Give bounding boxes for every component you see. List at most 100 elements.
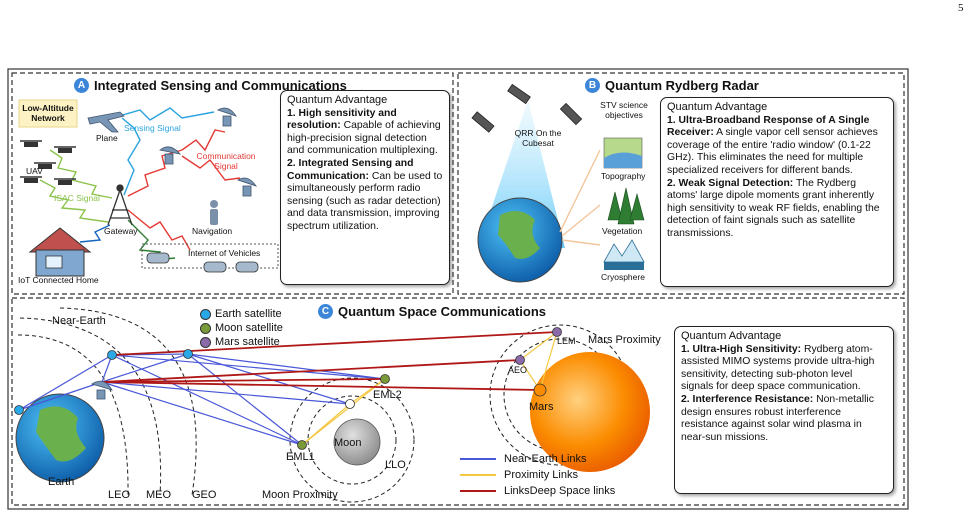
satellite-node-eml1 xyxy=(297,440,307,450)
link-gs-mars xyxy=(101,381,541,391)
legend-swatch-proximity xyxy=(460,474,496,476)
leo-label: LEO xyxy=(108,489,131,501)
page-number: 5 xyxy=(958,2,964,14)
item-text: Can be used to simultaneously perform ra… xyxy=(287,170,443,232)
panel-a-advantage-heading: Quantum Advantage xyxy=(287,94,388,106)
meo-label: MEO xyxy=(146,489,172,501)
internet-of-vehicles-label: Internet of Vehicles xyxy=(188,248,261,258)
link-gs-aeo xyxy=(101,359,521,383)
blue-signal-home xyxy=(79,224,111,243)
panel-b-advantage-item-2: 2. Weak Signal Detection: The Rydberg at… xyxy=(667,178,887,241)
iot-home-label: IoT Connected Home xyxy=(18,275,99,285)
link-gs-moonSat xyxy=(101,381,351,405)
legend-label: LinksDeep Space links xyxy=(504,485,616,497)
mars-label: Mars xyxy=(529,401,554,413)
satellite-node-moonSat xyxy=(345,399,355,409)
iot-house-icon xyxy=(28,227,92,277)
panel-b-advantage-box: Quantum Advantage 1. Ultra-Broadband Res… xyxy=(660,97,894,287)
moon-globe xyxy=(333,418,381,466)
sat-legend-moon: Moon satellite xyxy=(200,321,283,335)
panel-a-title: A Integrated Sensing and Communications xyxy=(74,78,347,93)
aeo-label: AEO xyxy=(508,365,528,375)
panel-a-frame xyxy=(11,72,454,295)
sat-legend-label: Mars satellite xyxy=(215,336,280,348)
lem-label: LEM xyxy=(557,336,576,346)
satellite-node-lem xyxy=(552,327,562,337)
satellite-node-aeo xyxy=(515,355,525,365)
panel-c-advantage-box: Quantum Advantage 1. Ultra-High Sensitiv… xyxy=(674,326,894,494)
panel-a-badge: A xyxy=(74,78,89,93)
link-e1-lem xyxy=(111,331,558,356)
link-gs-e2 xyxy=(101,353,189,383)
eml2-label: EML2 xyxy=(373,389,402,401)
item-text: Capable of achieving high-precision sign… xyxy=(287,120,441,157)
panel-b-badge: B xyxy=(585,78,600,93)
isac-signal-path xyxy=(39,179,109,223)
sat-legend-label: Moon satellite xyxy=(215,322,283,334)
geo-orbit xyxy=(59,307,197,496)
uav-icons xyxy=(20,140,76,185)
uav-label: UAV xyxy=(26,166,43,176)
panel-a-advantage-box: Quantum Advantage 1. High sensitivity an… xyxy=(280,90,450,285)
item-text: Rydberg atom-assisted MIMO systems provi… xyxy=(681,343,875,393)
link-e2-moonSat xyxy=(187,353,351,405)
meo-orbit xyxy=(19,317,162,496)
legend-label: Near-Earth Links xyxy=(504,453,587,465)
earth-satellite-dot xyxy=(200,308,211,320)
legend-deep-space: LinksDeep Space links xyxy=(460,483,615,499)
comm-signal-path xyxy=(127,149,183,197)
link-gs-eml2 xyxy=(101,378,386,383)
satellite-node-mars xyxy=(533,383,547,397)
sat-legend-mars: Mars satellite xyxy=(200,335,283,349)
isac-signal-path-2 xyxy=(49,149,113,199)
link-lem-aeo xyxy=(519,331,558,361)
plane-icon xyxy=(87,111,125,133)
cubesat-icons xyxy=(471,83,583,133)
link-e1-eml2 xyxy=(111,354,386,380)
panel-b-advantage-item-1: 1. Ultra-Broadband Response of A Single … xyxy=(667,115,887,178)
satellite-nodes xyxy=(14,327,562,450)
satellite-node-e1 xyxy=(107,350,117,360)
link-eml1-eml2 xyxy=(301,378,386,446)
llo-label: LLO xyxy=(385,459,406,471)
cryosphere-label: Cryosphere xyxy=(601,272,645,282)
gateway-label: Gateway xyxy=(104,226,138,236)
moon-satellite-dot xyxy=(200,322,211,334)
vegetation-label: Vegetation xyxy=(602,226,643,236)
vegetation-icon xyxy=(607,187,645,225)
item-text: The Rydberg atoms' large dipole moments … xyxy=(667,177,880,239)
link-moonSat-eml2 xyxy=(349,378,386,405)
ground-station-icon xyxy=(91,380,113,400)
panel-a-title-text: Integrated Sensing and Communications xyxy=(94,78,347,93)
mars-globe xyxy=(530,352,650,472)
item-text: A single vapor cell sensor achieves cove… xyxy=(667,127,878,176)
item-title: 1. Ultra-Broadband Response of A Single … xyxy=(667,114,870,139)
legend-proximity: Proximity Links xyxy=(460,467,615,483)
legend-swatch-near-earth xyxy=(460,458,496,460)
cryosphere-icon xyxy=(603,239,645,270)
leo-orbit xyxy=(17,334,129,496)
panel-c-advantage-item-2: 2. Interference Resistance: Non-metallic… xyxy=(681,394,887,444)
item-title: 2. Integrated Sensing and Communication: xyxy=(287,157,414,182)
topography-label: Topography xyxy=(601,171,646,181)
panel-c-badge: C xyxy=(318,304,333,319)
link-e2-eml2 xyxy=(187,353,386,380)
link-e3-gs xyxy=(18,381,103,411)
radar-dish-icons xyxy=(159,107,257,197)
panel-b-frame xyxy=(457,72,905,295)
item-text: Non-metallic design ensures robust inter… xyxy=(681,393,874,443)
comm-signal-path-3 xyxy=(181,155,241,181)
stv-label: STV science objectives xyxy=(600,100,648,120)
gateway-tower-icon xyxy=(107,184,133,226)
panel-b-title: B Quantum Rydberg Radar xyxy=(585,78,759,93)
navigation-person-icon xyxy=(210,200,218,225)
link-e2-eml1 xyxy=(187,353,303,446)
item-title: 1. Ultra-High Sensitivity: xyxy=(681,343,802,355)
link-network xyxy=(18,331,558,446)
plane-label: Plane xyxy=(96,133,118,143)
item-title: 1. High sensitivity and resolution: xyxy=(287,107,397,132)
panel-b-scene xyxy=(471,83,645,283)
panel-c-title-text: Quantum Space Communications xyxy=(338,304,547,319)
legend-near-earth: Near-Earth Links xyxy=(460,451,615,467)
item-title: 2. Weak Signal Detection: xyxy=(667,177,794,189)
